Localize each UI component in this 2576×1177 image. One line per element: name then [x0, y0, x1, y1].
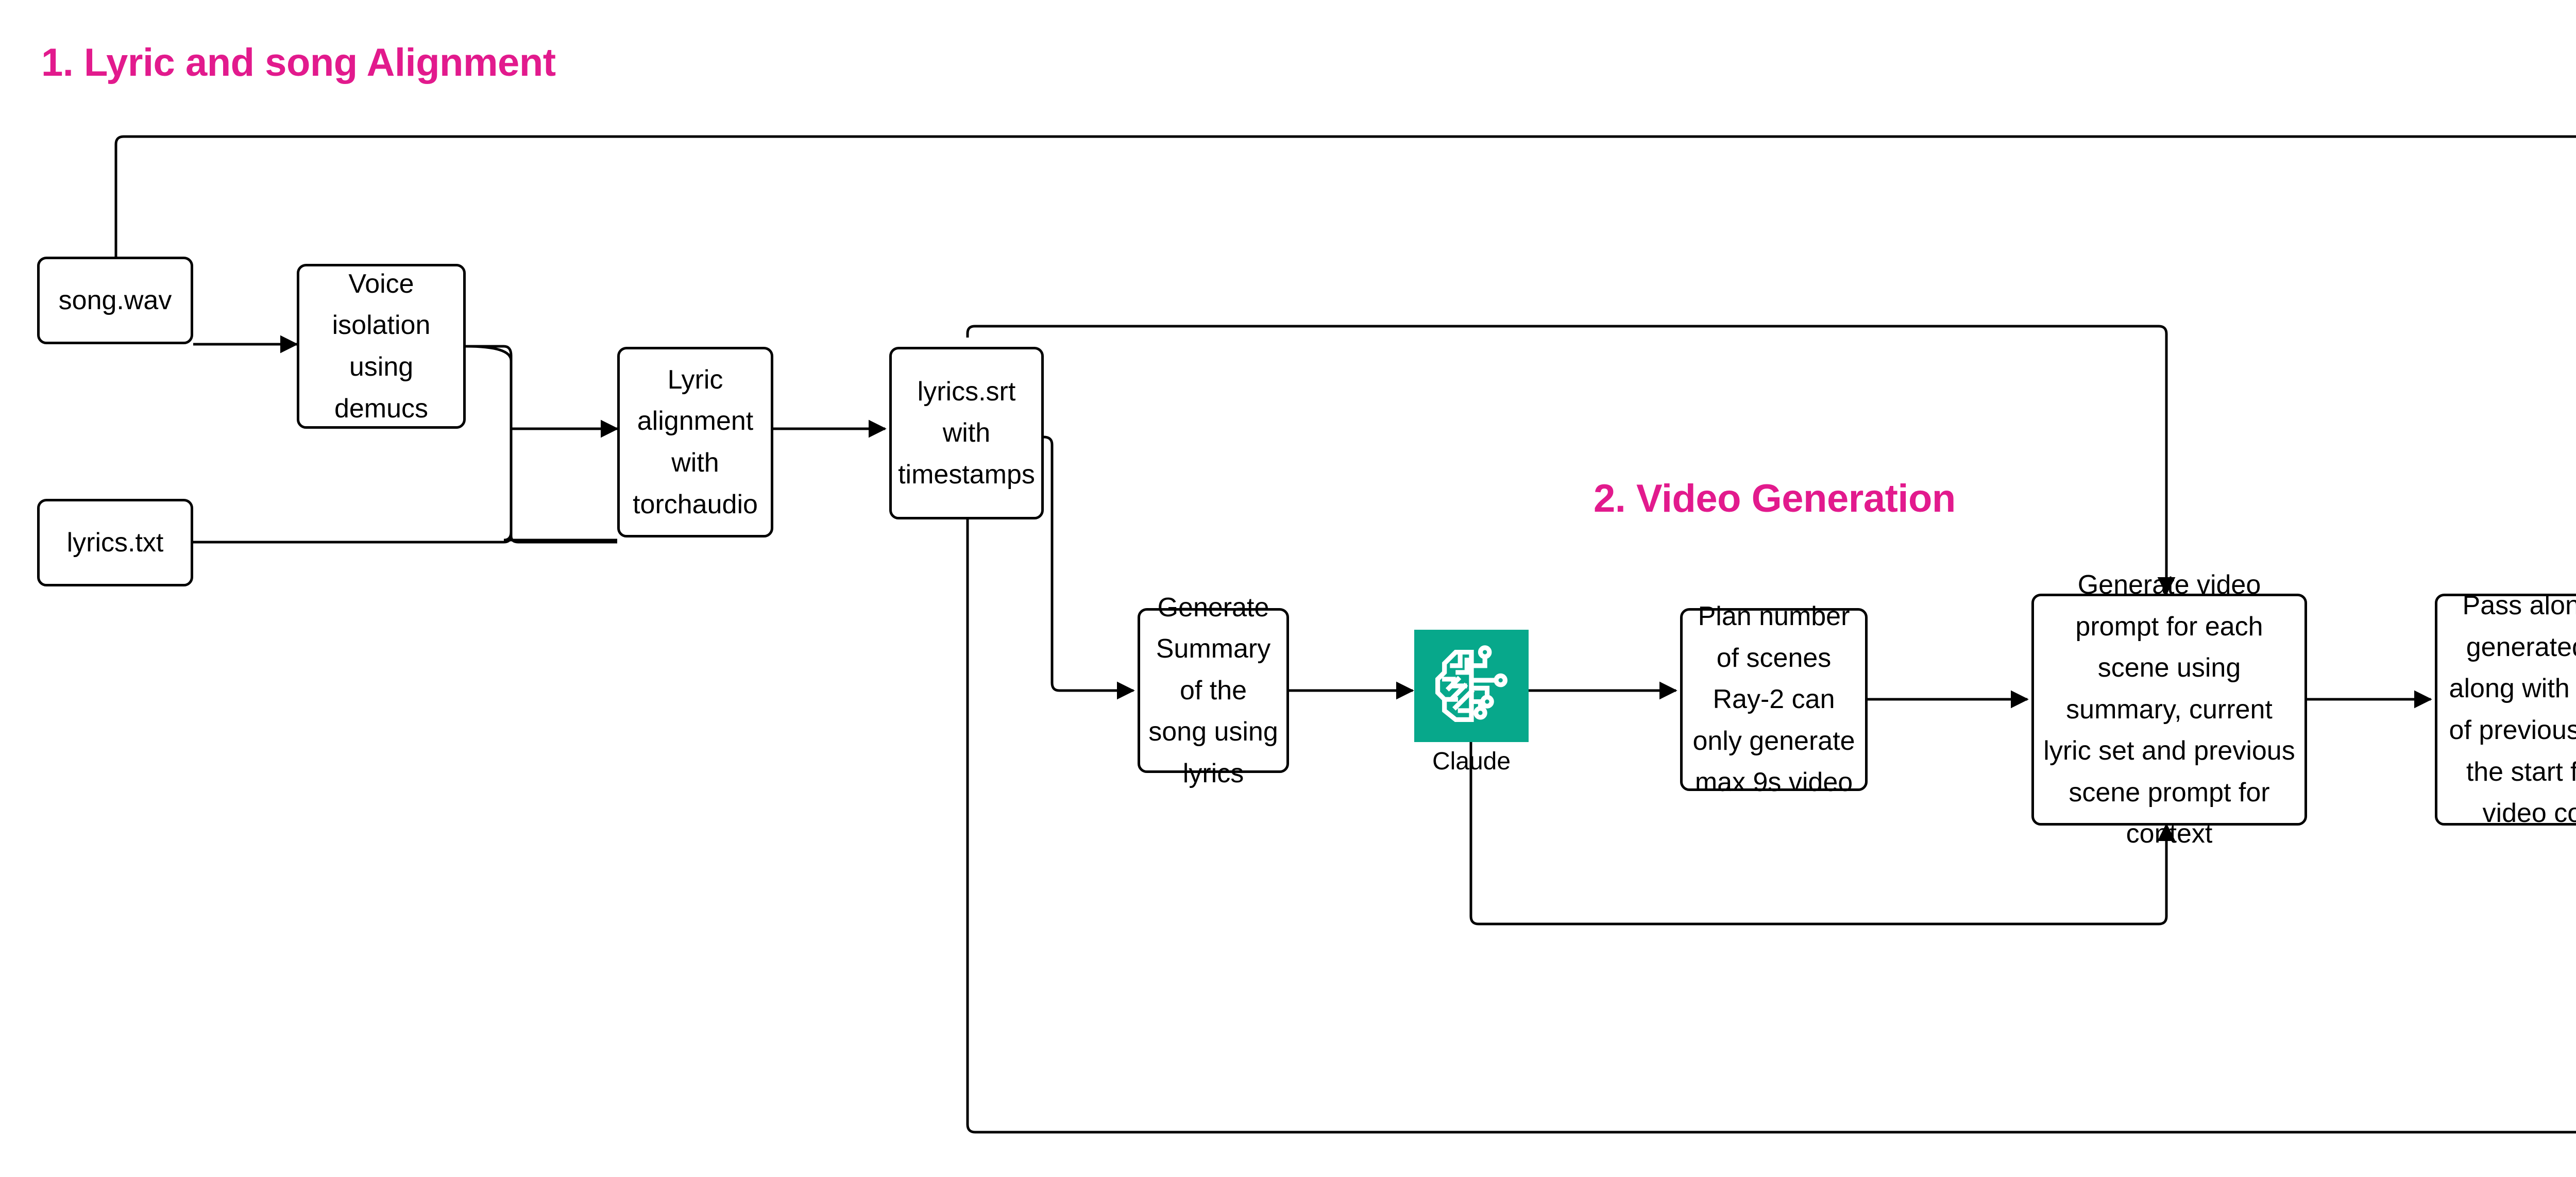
node-pass-along-prompt[interactable]: Pass along claude generated prompt along… [2435, 591, 2576, 828]
node-lyric-alignment[interactable]: Lyric alignment with torchaudio [617, 347, 773, 537]
node-generate-summary[interactable]: Generate Summary of the song using lyric… [1138, 593, 1289, 788]
edge-voiceisolation-to-lyricalignment [466, 345, 617, 544]
node-song-wav[interactable]: song.wav [37, 257, 193, 344]
edge-lyricssrt-to-generatevideoprompt [966, 325, 2176, 595]
node-lyrics-srt[interactable]: lyrics.srt with timestamps [889, 347, 1044, 519]
section-title-2: 2. Video Generation [1594, 477, 1956, 520]
ai-brain-circuit-icon [1414, 630, 1529, 742]
node-plan-scenes[interactable]: Plan number of scenes Ray-2 can only gen… [1680, 601, 1868, 797]
edge-voiceisolation-to-lyricalignment-1 [465, 345, 617, 542]
node-generate-video-prompt[interactable]: Generate video prompt for each scene usi… [2031, 570, 2307, 849]
edge-lyricssrt-to-generatesummary [1043, 435, 1135, 700]
node-voice-isolation[interactable]: Voice isolation using demucs [297, 264, 466, 429]
section-title-1: 1. Lyric and song Alignment [41, 41, 556, 85]
node-lyrics-txt[interactable]: lyrics.txt [37, 499, 193, 586]
ai-model-claude[interactable]: Claude [1414, 630, 1529, 775]
ai-model-label-claude: Claude [1432, 748, 1511, 775]
